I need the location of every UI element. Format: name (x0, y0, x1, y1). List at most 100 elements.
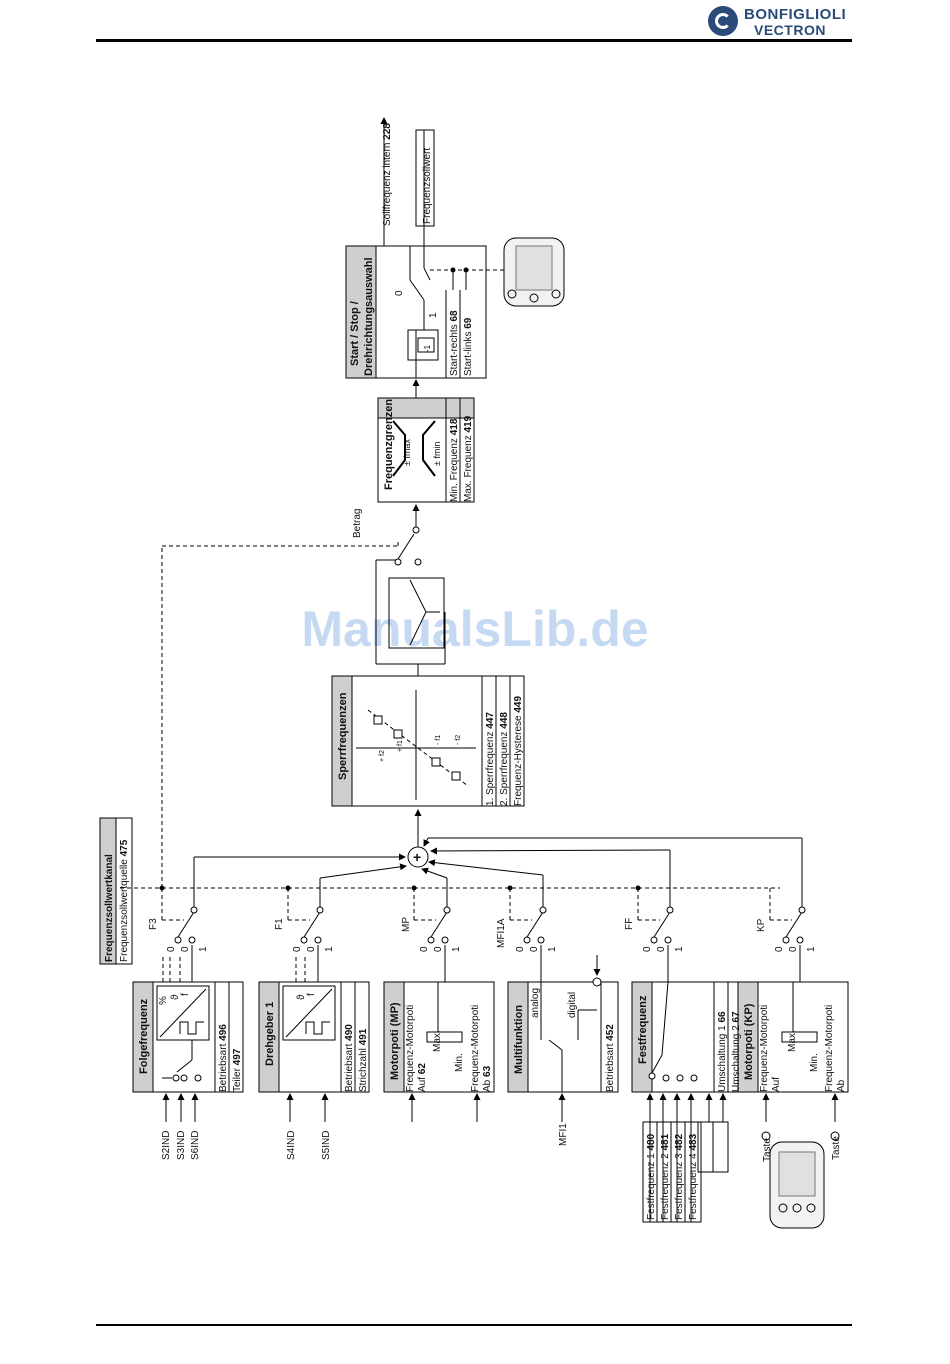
f-label: f (180, 993, 191, 996)
startstop-title-l1: Start / Stop / (349, 301, 361, 366)
motorpoti-mp-down-l1: Frequenz-Motorpoti (470, 1005, 481, 1092)
input-s4ind: S4IND (286, 1131, 297, 1160)
switch-f3 (174, 906, 198, 944)
switch-label-f1: F1 (274, 918, 285, 930)
drehgeber-param2: Strichzahl 491 (358, 1028, 369, 1092)
switch-label-f3: F3 (148, 918, 159, 930)
startstop-one: 1 (428, 312, 439, 318)
block-drehgeber (258, 981, 370, 1093)
switch-f1-one: 1 (324, 946, 335, 952)
block-motorpoti-mp (383, 981, 495, 1093)
motorpoti-mp-title: Motorpoti (MP) (389, 1002, 401, 1080)
motorpoti-kp-up-l1: Frequenz-Motorpoti (759, 1005, 770, 1092)
multifunktion-param: Betriebsart 452 (605, 1024, 616, 1092)
input-mfi1: MFI1 (558, 1123, 569, 1146)
taste-down-label: Taste (831, 1136, 842, 1160)
switch-mfi1a-zero-b: 0 (529, 946, 540, 952)
minus-f1: - f1 (435, 735, 442, 745)
festfrequenz-param-4: Festfrequenz 4 483 (688, 1133, 699, 1220)
festfrequenz-param-3: Festfrequenz 3 482 (674, 1133, 685, 1220)
input-s6ind: S6IND (190, 1131, 201, 1160)
footer-rule (96, 1324, 852, 1326)
switch-mp (427, 906, 451, 944)
motorpoti-kp-down-l2: Ab (836, 1079, 847, 1092)
folgefrequenz-param1: Betriebsart 496 (218, 1024, 229, 1092)
brand-logo: BONFIGLIOLI VECTRON (708, 4, 858, 40)
frequenzgrenzen-param-1: Min. Frequenz 418 (449, 418, 460, 502)
switch-kp-one: 1 (806, 946, 817, 952)
minus-f2: - f2 (455, 735, 462, 745)
switch-kp-zero-b: 0 (788, 946, 799, 952)
fmin-label: ± fmin (432, 442, 442, 466)
festfrequenz-param-1: Festfrequenz 1 480 (646, 1133, 657, 1220)
switch-kp-zero: 0 (774, 946, 785, 952)
switch-f1 (300, 906, 324, 944)
switch-kp (782, 906, 806, 944)
switch-mfi1a-zero: 0 (515, 946, 526, 952)
brand-name: BONFIGLIOLI (744, 6, 847, 23)
motorpoti-kp-max: Max. (787, 1030, 798, 1052)
percent-label: % (158, 996, 169, 1005)
festfrequenz-umschaltung2: Umschaltung 2 67 (731, 1011, 742, 1092)
switch-ff (650, 906, 674, 944)
motorpoti-mp-down-l2: Ab 63 (482, 1065, 493, 1092)
f-label-2: f (306, 993, 317, 996)
kanal-sub: Frequenzsollwertquelle 475 (119, 839, 130, 962)
switch-mp-zero-b: 0 (433, 946, 444, 952)
betrag-label: Betrag (352, 509, 363, 538)
festfrequenz-title: Festfrequenz (637, 995, 649, 1064)
switch-label-mfi1a: MFI1A (496, 918, 507, 948)
motorpoti-kp-up-l2: Auf (771, 1077, 782, 1092)
startstop-title-l2: Drehrichtungsauswahl (363, 257, 375, 376)
startstop-zero: 0 (394, 290, 405, 296)
frequenzgrenzen-param-2: Max. Frequenz 419 (463, 415, 474, 502)
switch-f1-zero: 0 (292, 946, 303, 952)
motorpoti-kp-title: Motorpoti (KP) (743, 1003, 755, 1080)
switch-f3-one: 1 (198, 946, 209, 952)
startstop-minus1: -1 (423, 344, 432, 352)
motorpoti-kp-min: Min. (809, 1053, 820, 1072)
switch-mp-zero: 0 (419, 946, 430, 952)
kanal-title: Frequenzsollwertkanal (104, 854, 115, 962)
motorpoti-mp-min: Min. (454, 1053, 465, 1072)
multifunktion-analog: analog (530, 988, 541, 1018)
motorpoti-mp-up-l2: Auf 62 (417, 1063, 428, 1092)
taste-up-label: Taste (762, 1138, 773, 1162)
sperrfrequenzen-param-1: 1. Sperrfrequenz 447 (485, 712, 496, 806)
plus-f1: + f1 (397, 740, 404, 752)
festfrequenz-umschaltung1: Umschaltung 1 66 (717, 1011, 728, 1092)
startstop-param-1: Start-rechts 68 (449, 310, 460, 376)
switch-label-mp: MP (401, 917, 412, 932)
folgefrequenz-title: Folgefrequenz (138, 998, 150, 1074)
block-folgefrequenz (132, 981, 244, 1093)
header-rule (96, 39, 852, 42)
input-s5ind: S5IND (321, 1131, 332, 1160)
block-motorpoti-kp (737, 981, 849, 1093)
switch-ff-zero: 0 (642, 946, 653, 952)
drehgeber-param1: Betriebsart 490 (344, 1024, 355, 1092)
festfrequenz-param-2: Festfrequenz 2 481 (660, 1133, 671, 1220)
switch-mfi1a-one: 1 (547, 946, 558, 952)
switch-ff-zero-b: 0 (656, 946, 667, 952)
output-sollfrequenz: Sollfrequenz intern 228 (382, 123, 393, 226)
block-sperrfrequenzen (331, 675, 525, 807)
sperrfrequenzen-param-2: 2. Sperrfrequenz 448 (499, 712, 510, 806)
input-s2ind: S2IND (161, 1131, 172, 1160)
input-s3ind: S3IND (176, 1131, 187, 1160)
motorpoti-mp-up-l1: Frequenz-Motorpoti (405, 1005, 416, 1092)
block-start-stop (345, 245, 487, 379)
watermark: ManualsLib.de (301, 601, 649, 657)
multifunktion-title: Multifunktion (513, 1005, 525, 1074)
brand-subname: VECTRON (754, 22, 826, 38)
multifunktion-digital: digital (567, 992, 578, 1018)
switch-mfi1a (523, 906, 547, 944)
switch-label-ff: FF (624, 918, 635, 930)
switch-label-kp: KP (756, 918, 767, 932)
folgefrequenz-param2: Teiler 497 (232, 1048, 243, 1092)
switch-f3-zero: 0 (166, 946, 177, 952)
theta-label-2: ϑ (296, 994, 307, 1000)
ramp-block (388, 577, 445, 649)
switch-f3-zero-b: 0 (180, 946, 191, 952)
sperrfrequenzen-title: Sperrfrequenzen (337, 692, 349, 780)
